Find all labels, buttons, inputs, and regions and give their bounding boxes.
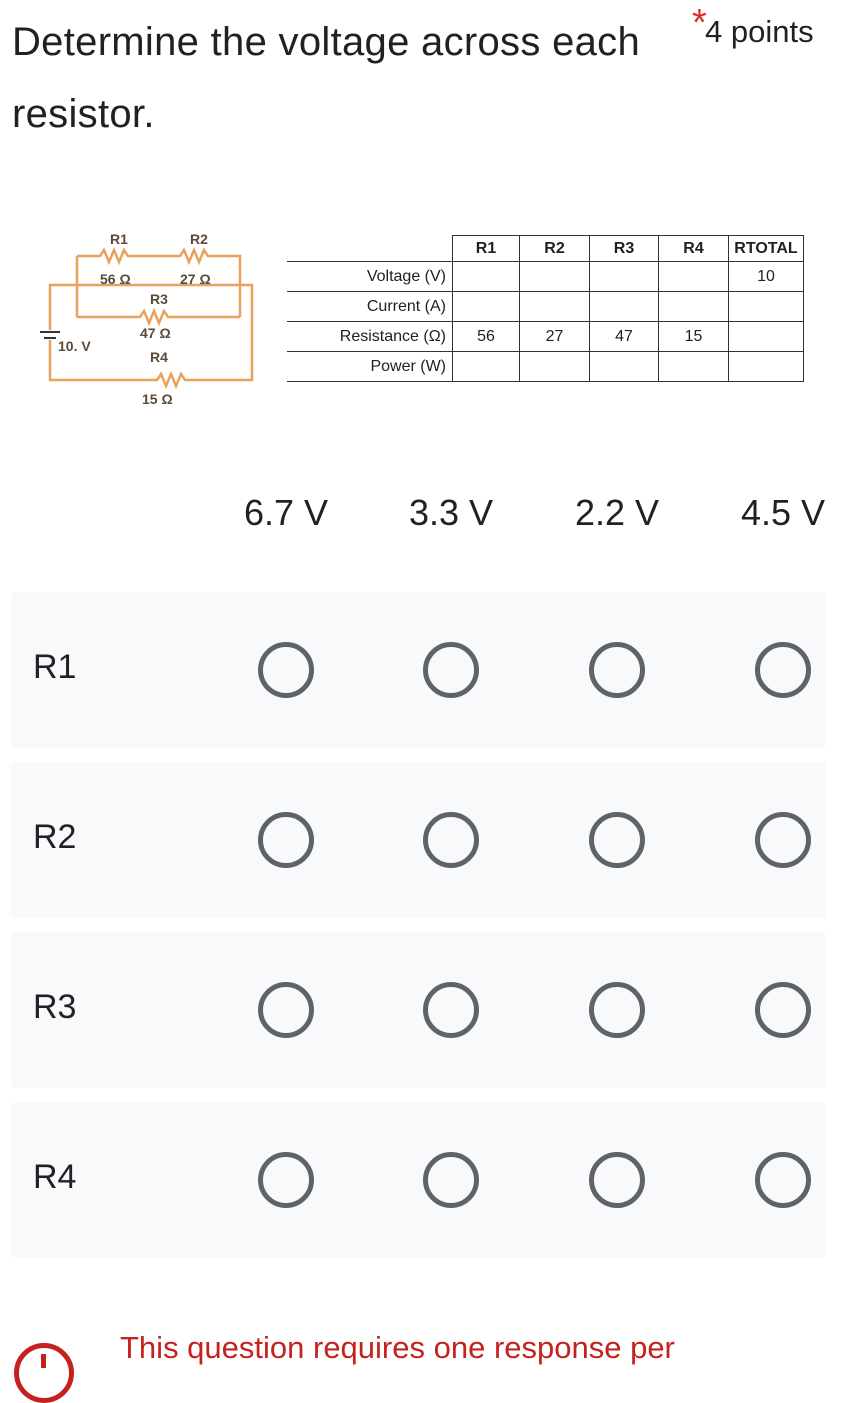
radio-r4-4[interactable] bbox=[755, 1152, 811, 1208]
table-header: R3 bbox=[589, 235, 659, 262]
r2-label: R2 bbox=[190, 231, 208, 247]
row-label: R2 bbox=[33, 818, 77, 856]
circuit-table: R1 R2 R3 R4 RTOTAL Voltage (V)10 Current… bbox=[287, 235, 804, 382]
radio-r2-2[interactable] bbox=[423, 812, 479, 868]
points-label: 4 points bbox=[705, 14, 814, 49]
grid-row: R3 bbox=[11, 932, 826, 1088]
question-title: Determine the voltage across each resist… bbox=[12, 20, 641, 136]
radio-r3-2[interactable] bbox=[423, 982, 479, 1038]
table-header: R2 bbox=[519, 235, 590, 262]
grid-row: R4 bbox=[11, 1102, 826, 1258]
radio-r4-3[interactable] bbox=[589, 1152, 645, 1208]
required-star: * bbox=[692, 2, 707, 44]
source-label: 10. V bbox=[58, 338, 91, 354]
radio-r3-3[interactable] bbox=[589, 982, 645, 1038]
r2-value: 27 Ω bbox=[180, 271, 211, 287]
radio-r1-1[interactable] bbox=[258, 642, 314, 698]
r1-label: R1 bbox=[110, 231, 128, 247]
circuit-diagram: 10. V R1 R2 56 Ω 27 Ω R3 47 Ω R4 15 Ω bbox=[40, 231, 254, 407]
r4-label: R4 bbox=[150, 349, 168, 365]
table-row: Voltage (V)10 bbox=[287, 261, 804, 292]
r3-value: 47 Ω bbox=[140, 325, 171, 341]
column-header: 3.3 V bbox=[408, 492, 494, 533]
row-label: R1 bbox=[33, 648, 77, 686]
table-header: RTOTAL bbox=[728, 235, 804, 262]
table-header: R4 bbox=[658, 235, 729, 262]
radio-r3-1[interactable] bbox=[258, 982, 314, 1038]
column-header: 6.7 V bbox=[243, 492, 329, 533]
table-header: R1 bbox=[452, 235, 520, 262]
table-row: Current (A) bbox=[287, 291, 804, 322]
radio-r1-3[interactable] bbox=[589, 642, 645, 698]
column-header: 2.2 V bbox=[574, 492, 660, 533]
grid-row: R1 bbox=[11, 592, 826, 748]
radio-r4-2[interactable] bbox=[423, 1152, 479, 1208]
radio-r1-4[interactable] bbox=[755, 642, 811, 698]
row-label: R4 bbox=[33, 1158, 77, 1196]
column-header: 4.5 V bbox=[740, 492, 826, 533]
r1-value: 56 Ω bbox=[100, 271, 131, 287]
r4-value: 15 Ω bbox=[142, 391, 173, 407]
table-row: Power (W) bbox=[287, 351, 804, 382]
grid-row: R2 bbox=[11, 762, 826, 918]
radio-r2-3[interactable] bbox=[589, 812, 645, 868]
warning-message: This question requires one response per bbox=[120, 1330, 675, 1365]
radio-r1-2[interactable] bbox=[423, 642, 479, 698]
radio-r2-1[interactable] bbox=[258, 812, 314, 868]
radio-r2-4[interactable] bbox=[755, 812, 811, 868]
radio-r3-4[interactable] bbox=[755, 982, 811, 1038]
r3-label: R3 bbox=[150, 291, 168, 307]
warning-icon bbox=[14, 1343, 74, 1403]
radio-r4-1[interactable] bbox=[258, 1152, 314, 1208]
row-label: R3 bbox=[33, 988, 77, 1026]
